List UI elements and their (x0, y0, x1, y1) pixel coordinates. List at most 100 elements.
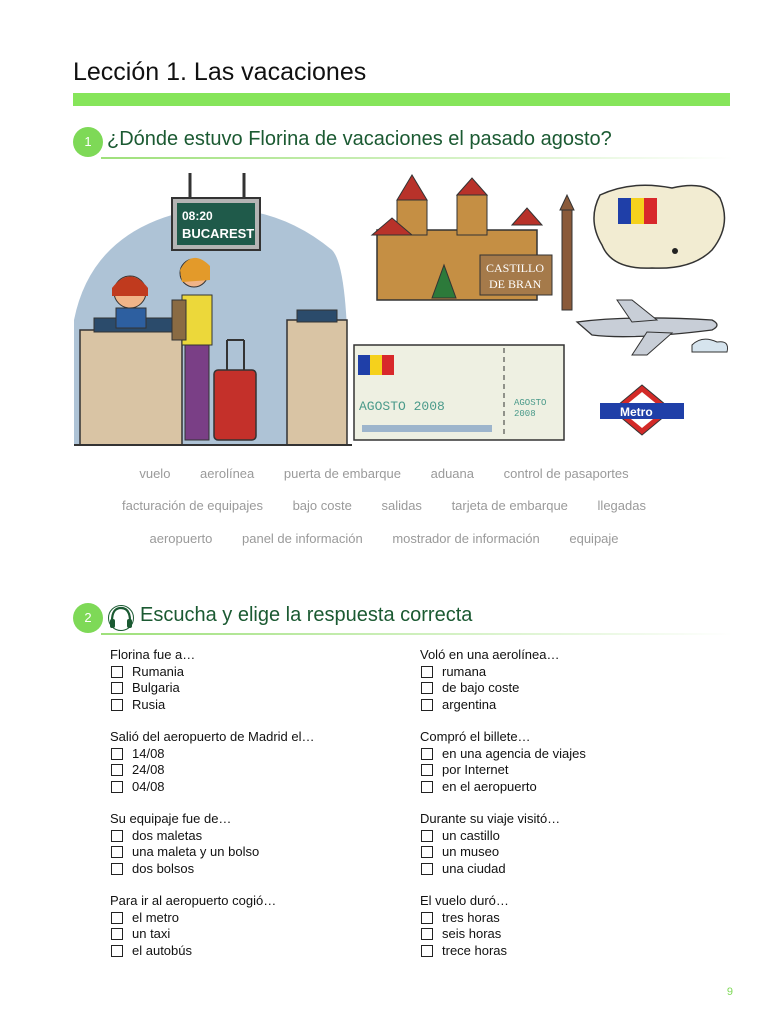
answer-label: un taxi (132, 926, 171, 941)
answer-option[interactable]: 14/08 (110, 746, 315, 763)
answer-option[interactable]: una ciudad (420, 861, 560, 878)
answer-label: trece horas (442, 942, 508, 958)
answer-checkbox[interactable] (111, 944, 123, 957)
airplane-illustration (575, 299, 728, 356)
vocab-word: llegadas (597, 498, 646, 513)
answer-option[interactable]: una maleta y un bolso (110, 844, 259, 861)
question-text: Su equipaje fue de… (110, 811, 232, 826)
question-text: Florina fue a… (110, 647, 196, 662)
answer-checkbox[interactable] (111, 665, 123, 678)
answer-option[interactable]: dos maletas (110, 828, 259, 845)
answer-checkbox[interactable] (421, 665, 433, 678)
answer-option[interactable]: en el aeropuerto (420, 779, 586, 796)
answer-checkbox[interactable] (421, 747, 433, 760)
vocab-word: mostrador de información (392, 531, 540, 546)
answer-checkbox[interactable] (111, 846, 123, 859)
vocab-word: equipaje (569, 531, 619, 546)
answer-checkbox[interactable] (421, 829, 433, 842)
page-number: 9 (726, 986, 733, 998)
answer-label: dos maletas (132, 827, 203, 843)
check-in-desk-right (286, 319, 348, 446)
section-2-header: 2 Escucha y elige la respuesta correcta (73, 603, 733, 635)
answer-label: rumana (442, 663, 487, 679)
answer-checkbox[interactable] (111, 698, 123, 711)
answer-checkbox[interactable] (111, 928, 123, 941)
answer-option[interactable]: en una agencia de viajes (420, 746, 586, 763)
answer-option[interactable]: tres horas (420, 910, 509, 927)
answer-checkbox[interactable] (111, 911, 123, 924)
answer-checkbox[interactable] (111, 829, 123, 842)
question-6: Durante su viaje visitó… un castillo un … (420, 811, 560, 877)
board-time: 08:20 (182, 209, 213, 223)
answer-checkbox[interactable] (421, 780, 433, 793)
answer-checkbox[interactable] (111, 862, 123, 875)
vocab-word: tarjeta de embarque (451, 498, 568, 513)
answer-checkbox[interactable] (111, 747, 123, 760)
castle-sign-line1: CASTILLO (486, 261, 544, 275)
question-text: Salió del aeropuerto de Madrid el… (110, 729, 315, 744)
section-1-header: 1 ¿Dónde estuvo Florina de vacaciones el… (73, 127, 733, 159)
answer-label: el metro (132, 909, 179, 925)
answer-label: un museo (442, 844, 500, 859)
answer-checkbox[interactable] (111, 682, 123, 695)
answer-option[interactable]: Bulgaria (110, 680, 195, 697)
answer-option[interactable]: rumana (420, 664, 560, 681)
answer-checkbox[interactable] (421, 944, 433, 957)
answer-checkbox[interactable] (421, 682, 433, 695)
section-1-underline (101, 157, 733, 159)
answer-checkbox[interactable] (421, 928, 433, 941)
answer-checkbox[interactable] (111, 764, 123, 777)
answer-option[interactable]: seis horas (420, 926, 509, 943)
answer-label: una ciudad (442, 860, 506, 876)
answer-label: el autobús (132, 942, 192, 958)
metro-label: Metro (620, 405, 653, 419)
airport-travel-illustration: 08:20 BUCAREST CASTILLO DE BRAN (74, 173, 728, 446)
answer-checkbox[interactable] (111, 780, 123, 793)
section-2-number: 2 (73, 603, 103, 633)
answer-option[interactable]: Rumania (110, 664, 195, 681)
answer-option[interactable]: trece horas (420, 943, 509, 960)
ticket-stub-line2: 2008 (514, 409, 536, 419)
vocab-word: control de pasaportes (503, 466, 629, 481)
answer-option[interactable]: el metro (110, 910, 276, 927)
answer-label: en una agencia de viajes (442, 745, 586, 761)
answer-option[interactable]: un castillo (420, 828, 560, 845)
answer-option[interactable]: por Internet (420, 762, 586, 779)
answer-checkbox[interactable] (421, 764, 433, 777)
vocab-word: aeropuerto (149, 531, 213, 546)
answer-label: un castillo (442, 827, 500, 843)
answer-option[interactable]: un taxi (110, 926, 276, 943)
question-text: Compró el billete… (420, 729, 531, 744)
answer-option[interactable]: 24/08 (110, 762, 315, 779)
answer-option[interactable]: argentina (420, 697, 560, 714)
answer-option[interactable]: de bajo coste (420, 680, 560, 697)
answer-option[interactable]: el autobús (110, 943, 276, 960)
vocabulary-row-1: vuelo aerolínea puerta de embarque aduan… (0, 466, 768, 481)
board-city: BUCAREST (182, 226, 254, 241)
answer-option[interactable]: Rusia (110, 697, 195, 714)
answer-checkbox[interactable] (421, 698, 433, 711)
answer-label: tres horas (442, 909, 500, 925)
question-4: Compró el billete… en una agencia de via… (420, 729, 586, 795)
answer-option[interactable]: un museo (420, 844, 560, 861)
question-7: Para ir al aeropuerto cogió… el metro un… (110, 893, 276, 959)
question-1: Florina fue a… Rumania Bulgaria Rusia (110, 647, 195, 713)
answer-option[interactable]: dos bolsos (110, 861, 259, 878)
section-1-number: 1 (73, 127, 103, 157)
answer-checkbox[interactable] (421, 862, 433, 875)
question-8: El vuelo duró… tres horas seis horas tre… (420, 893, 509, 959)
answer-checkbox[interactable] (421, 846, 433, 859)
castle-sign-line2: DE BRAN (489, 277, 542, 291)
question-text: Durante su viaje visitó… (420, 811, 561, 826)
answer-option[interactable]: 04/08 (110, 779, 315, 796)
section-2-underline (101, 633, 733, 635)
answer-checkbox[interactable] (421, 911, 433, 924)
answer-label: Bulgaria (132, 680, 180, 695)
answer-label: seis horas (442, 926, 502, 941)
question-3: Salió del aeropuerto de Madrid el… 14/08… (110, 729, 315, 795)
ticket-date: AGOSTO 2008 (359, 399, 445, 414)
question-2: Voló en una aerolínea… rumana de bajo co… (420, 647, 560, 713)
title-underline-bar (73, 93, 730, 106)
vocab-word: salidas (381, 498, 422, 513)
castle-illustration: CASTILLO DE BRAN (370, 174, 575, 311)
